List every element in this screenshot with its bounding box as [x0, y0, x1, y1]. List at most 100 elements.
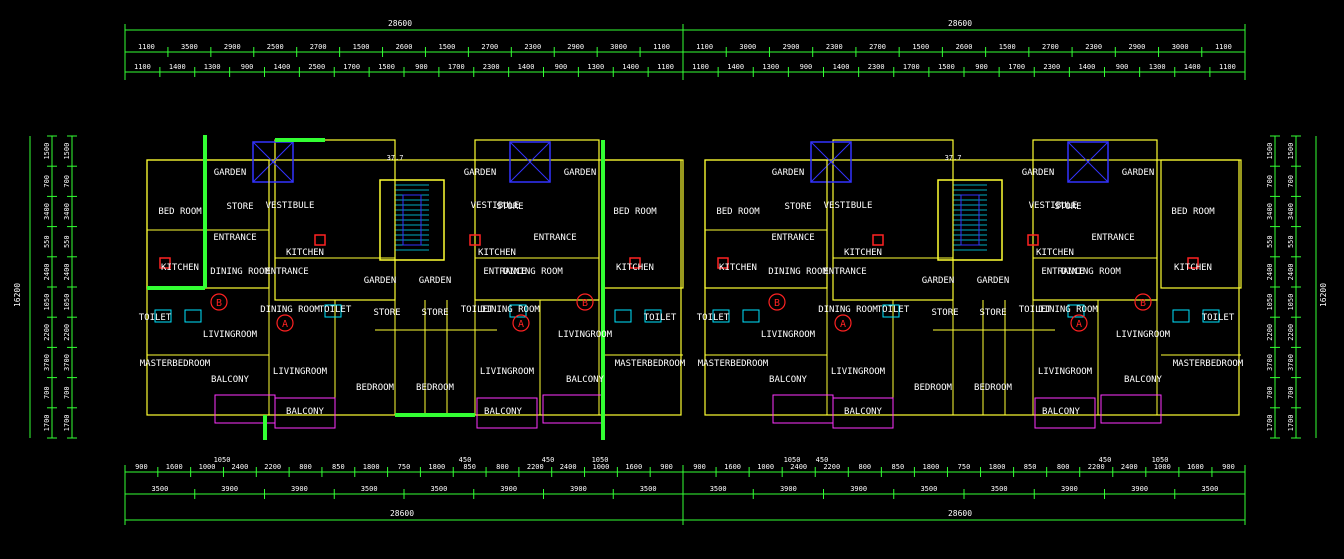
bottom-dim-row1-right-value: 1800 [923, 463, 940, 471]
top-dim-row1-left-value: 2700 [481, 43, 498, 51]
bottom-dim-top-value: 450 [816, 456, 829, 464]
bottom-dim-row1-right-value: 1600 [724, 463, 741, 471]
unit-marker-circle [576, 293, 594, 311]
room-label-vestibule: VESTIBULE [1029, 201, 1078, 211]
bottom-dim-top-value: 450 [459, 456, 472, 464]
room-label-kitchen: KITCHEN [478, 248, 516, 258]
bottom-dim-top-value: 1050 [784, 456, 801, 464]
side-dim-left-a-value: 2200 [43, 324, 51, 341]
kitchen-fixture [1187, 257, 1199, 269]
room-label-balcony: BALCONY [844, 407, 883, 417]
balcony-rail [832, 397, 894, 429]
side-dim-left-b-value: 700 [63, 386, 71, 399]
elevator-shaft [252, 141, 294, 183]
room-label-bedroom2: BEDROOM [914, 383, 953, 393]
room-label-balcony: BALCONY [1124, 375, 1163, 385]
bottom-dim-top-value: 1050 [214, 456, 231, 464]
elevator-cross [1067, 141, 1109, 183]
top-dim-row2-left-value: 1700 [448, 63, 465, 71]
room-label-entrance: ENTRANCE [1041, 267, 1084, 277]
room-label-toilet: TOILET [697, 313, 730, 323]
room-label-kitchen: KITCHEN [1174, 263, 1212, 273]
balcony-rail [476, 397, 538, 429]
top-dim-row1-right-value: 2300 [826, 43, 843, 51]
unit-block [1160, 159, 1242, 289]
room-label-vestibule: VESTIBULE [471, 201, 520, 211]
unit-marker-letter: A [518, 319, 524, 330]
overall-dim-top-right: 28600 [948, 19, 972, 28]
side-dim-right-b-value: 3400 [1287, 203, 1295, 220]
room-label-balcony: BALCONY [484, 407, 523, 417]
room-label-dining: DINING ROOM [768, 267, 828, 277]
top-dim-row1-right-value: 3000 [739, 43, 756, 51]
stair-well [402, 194, 422, 246]
room-label-dining: DINING ROOM [210, 267, 270, 277]
bottom-dim-top-value: 1050 [592, 456, 609, 464]
room-label-balcony: BALCONY [1042, 407, 1081, 417]
bottom-dim-row2-right-value: 3900 [850, 485, 867, 493]
room-label-garden: GARDEN [772, 168, 805, 178]
bath-fixture [882, 304, 900, 318]
room-label-store: STORE [421, 308, 448, 318]
room-label-store: STORE [979, 308, 1006, 318]
bottom-dim-top-value: 1050 [1152, 456, 1169, 464]
bottom-dim-row1-right-value: 850 [1024, 463, 1037, 471]
room-label-living: LIVINGROOM [1038, 367, 1093, 377]
room-label-store: STORE [226, 202, 253, 212]
unit-marker-letter: B [1140, 298, 1146, 309]
bottom-dim-row2-right-value: 3500 [710, 485, 727, 493]
elevator-shaft [509, 141, 551, 183]
top-dim-row2-left-value: 1500 [378, 63, 395, 71]
top-dim-row1-right-value: 2900 [783, 43, 800, 51]
elevator-shaft [810, 141, 852, 183]
bath-fixture [614, 309, 632, 323]
room-label-dining: DINING ROOM [1038, 305, 1098, 315]
room-label-living: LIVINGROOM [480, 367, 535, 377]
bath-fixture [1067, 304, 1085, 318]
room-label-vestibule: VESTIBULE [266, 201, 315, 211]
side-dim-right-b-value: 2400 [1287, 263, 1295, 280]
top-dim-row2-right-value: 1300 [762, 63, 779, 71]
top-dim-row2-left-value: 1400 [169, 63, 186, 71]
room-label-kitchen: KITCHEN [1036, 248, 1074, 258]
bath-fixture [712, 309, 730, 323]
room-label-garden: GARDEN [922, 276, 955, 286]
room-label-master: MASTERBEDROOM [698, 359, 769, 369]
kitchen-fixture [872, 234, 884, 246]
side-dim-left-a-value: 3700 [43, 354, 51, 371]
bottom-dim-row1-left-value: 2200 [527, 463, 544, 471]
bottom-dim-top-value: 450 [1099, 456, 1112, 464]
top-dim-row2-left-value: 1400 [518, 63, 535, 71]
top-dim-row2-left-value: 1700 [343, 63, 360, 71]
side-dim-right-a-value: 1500 [1266, 143, 1274, 160]
unit-marker-letter: B [216, 298, 222, 309]
top-dim-row1-left-value: 1500 [353, 43, 370, 51]
bottom-dim-row1-right-value: 750 [958, 463, 971, 471]
bottom-dim-row1-right-value: 2400 [790, 463, 807, 471]
room-label-balcony: BALCONY [566, 375, 605, 385]
side-dim-right-a-value: 2400 [1266, 263, 1274, 280]
bottom-dim-row1-left-value: 850 [463, 463, 476, 471]
bath-fixture [1202, 309, 1220, 323]
room-label-garden: GARDEN [214, 168, 247, 178]
bath-fixture [742, 309, 760, 323]
building-plan [146, 135, 1242, 440]
top-dim-row2-right-value: 1400 [1079, 63, 1096, 71]
kitchen-fixture [159, 257, 171, 269]
room-label-vestibule: VESTIBULE [824, 201, 873, 211]
stair-level-label: 37.7 [945, 154, 962, 162]
room-label-kitchen: KITCHEN [616, 263, 654, 273]
bottom-dim-row2-left-value: 3900 [570, 485, 587, 493]
side-dim-right-a-value: 3700 [1266, 354, 1274, 371]
room-label-kitchen: KITCHEN [844, 248, 882, 258]
side-dim-left-b-value: 1700 [63, 414, 71, 431]
stair-level-label: 37.7 [387, 154, 404, 162]
room-label-master: MASTERBEDROOM [1173, 359, 1244, 369]
side-dim-left-a-value: 1700 [43, 414, 51, 431]
bottom-dim-row2-right-value: 3900 [1061, 485, 1078, 493]
side-dim-right-b-value: 1700 [1287, 414, 1295, 431]
unit-marker-letter: A [282, 319, 288, 330]
room-label-dining: DINING ROOM [1061, 267, 1121, 277]
